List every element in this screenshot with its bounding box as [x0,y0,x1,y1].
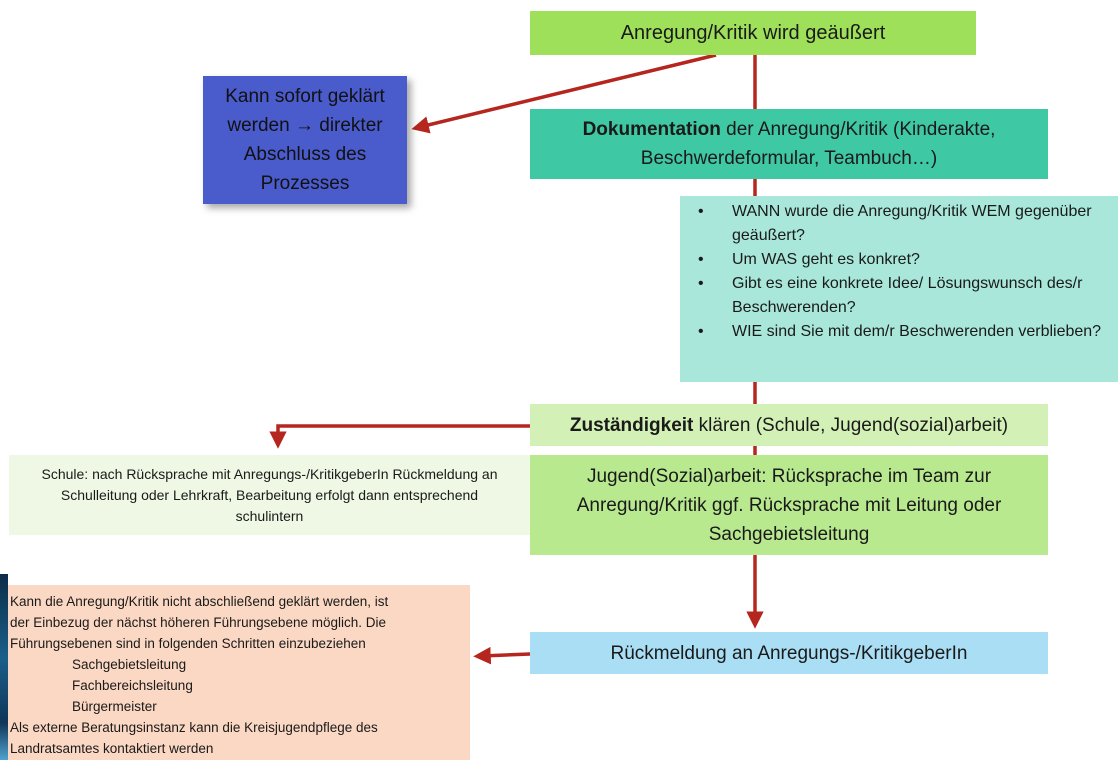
question-item: • WIE sind Sie mit dem/r Beschwerenden v… [690,320,1108,344]
bullet-icon: • [698,203,704,220]
questions-list: • WANN wurde die Anregung/Kritik WEM geg… [690,200,1108,344]
arrow-to-school [269,424,530,449]
escalation-intro-line: Kann die Anregung/Kritik nicht abschließ… [10,594,389,609]
question-text: WIE sind Sie mit dem/r Beschwerenden ver… [732,323,1102,340]
bullet-icon: • [698,275,704,292]
node-feedback: Rückmeldung an Anregungs-/KritikgeberIn [530,632,1048,674]
arrow-to-instant [411,53,717,134]
question-text: WANN wurde die Anregung/Kritik WEM gegen… [732,203,1092,244]
responsibility-bold: Zuständigkeit [569,414,694,436]
question-item: • Um WAS geht es konkret? [690,248,1108,272]
arrow-to-escalation [473,646,531,665]
trigger-text: Anregung/Kritik wird geäußert [620,21,886,44]
question-text: Um WAS geht es konkret? [732,251,920,268]
node-youth-social-work: Jugend(Sozial)arbeit: Rücksprache im Tea… [530,455,1048,555]
node-trigger: Anregung/Kritik wird geäußert [530,11,976,55]
school-text: Schule: nach Rücksprache mit Anregungs-/… [41,465,498,524]
escalation-intro-line: der Einbezug der nächst höheren Führungs… [10,615,386,630]
documentation-bold: Dokumentation [582,119,721,140]
node-escalation: Kann die Anregung/Kritik nicht abschließ… [8,585,470,760]
bullet-icon: • [698,323,704,340]
node-responsibility: Zuständigkeit klären (Schule, Jugend(soz… [530,404,1048,446]
escalation-intro-line: Führungsebenen sind in folgenden Schritt… [10,636,366,651]
instant-text: Kann sofort geklärt werden → direkter Ab… [225,86,385,194]
node-school: Schule: nach Rücksprache mit Anregungs-/… [9,455,530,535]
youth-text: Jugend(Sozial)arbeit: Rücksprache im Tea… [576,465,1002,545]
escalation-outro-line: Landratsamtes kontaktiert werden [10,741,214,756]
node-documentation: Dokumentation der Anregung/Kritik (Kinde… [530,109,1048,179]
responsibility-line: Zuständigkeit klären (Schule, Jugend(soz… [570,411,1008,440]
escalation-level: Bürgermeister [72,699,157,714]
background-photo-edge [0,574,8,760]
node-instant-resolution: Kann sofort geklärt werden → direkter Ab… [203,76,407,204]
node-documentation-questions: • WANN wurde die Anregung/Kritik WEM geg… [680,196,1118,382]
question-text: Gibt es eine konkrete Idee/ Lösungswunsc… [732,275,1083,316]
documentation-line-1: Dokumentation der Anregung/Kritik (Kinde… [583,115,996,144]
feedback-text: Rückmeldung an Anregungs-/KritikgeberIn [610,642,968,664]
documentation-line-2: Beschwerdeformular, Teambuch…) [640,148,938,169]
bullet-icon: • [698,251,704,268]
escalation-level: Fachbereichsleitung [72,678,193,693]
question-item: • WANN wurde die Anregung/Kritik WEM geg… [690,200,1108,248]
responsibility-rest: klären (Schule, Jugend(sozial)arbeit) [693,414,1009,436]
question-item: • Gibt es eine konkrete Idee/ Lösungswun… [690,272,1108,320]
escalation-level: Sachgebietsleitung [72,657,187,672]
escalation-outro-line: Als externe Beratungsinstanz kann die Kr… [10,720,378,735]
documentation-rest: der Anregung/Kritik (Kinderakte, [720,119,996,140]
